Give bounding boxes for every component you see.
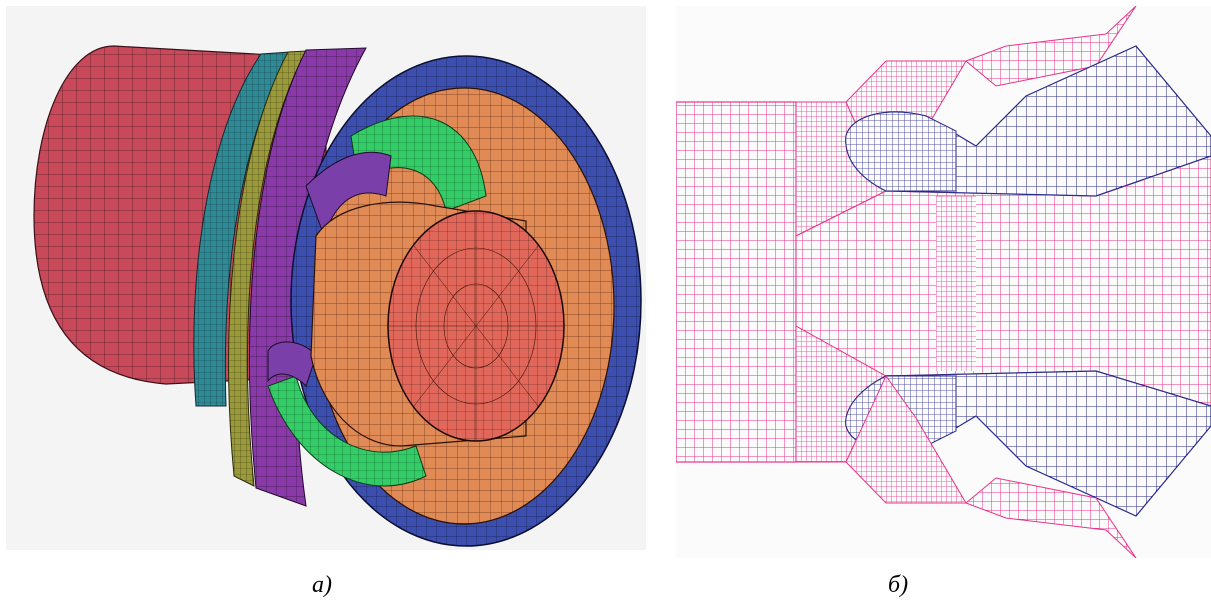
- mesh-3d-drawing: [33, 45, 642, 547]
- core-front-face: [387, 210, 565, 442]
- green-inner-parts: [267, 115, 487, 487]
- mesh-2d-panel: [676, 6, 1211, 558]
- caption-a: а): [312, 572, 332, 598]
- mesh-3d-panel: [6, 6, 646, 550]
- mesh-upper-navy-block: [845, 45, 1211, 197]
- mesh-left-inlet: [676, 101, 887, 463]
- olive-ring: [228, 50, 307, 487]
- mesh-lower-pink-wall: [845, 375, 1137, 558]
- caption-b: б): [888, 572, 909, 598]
- mesh-2d-drawing: [676, 6, 1211, 558]
- mesh-central-throat: [795, 155, 1211, 407]
